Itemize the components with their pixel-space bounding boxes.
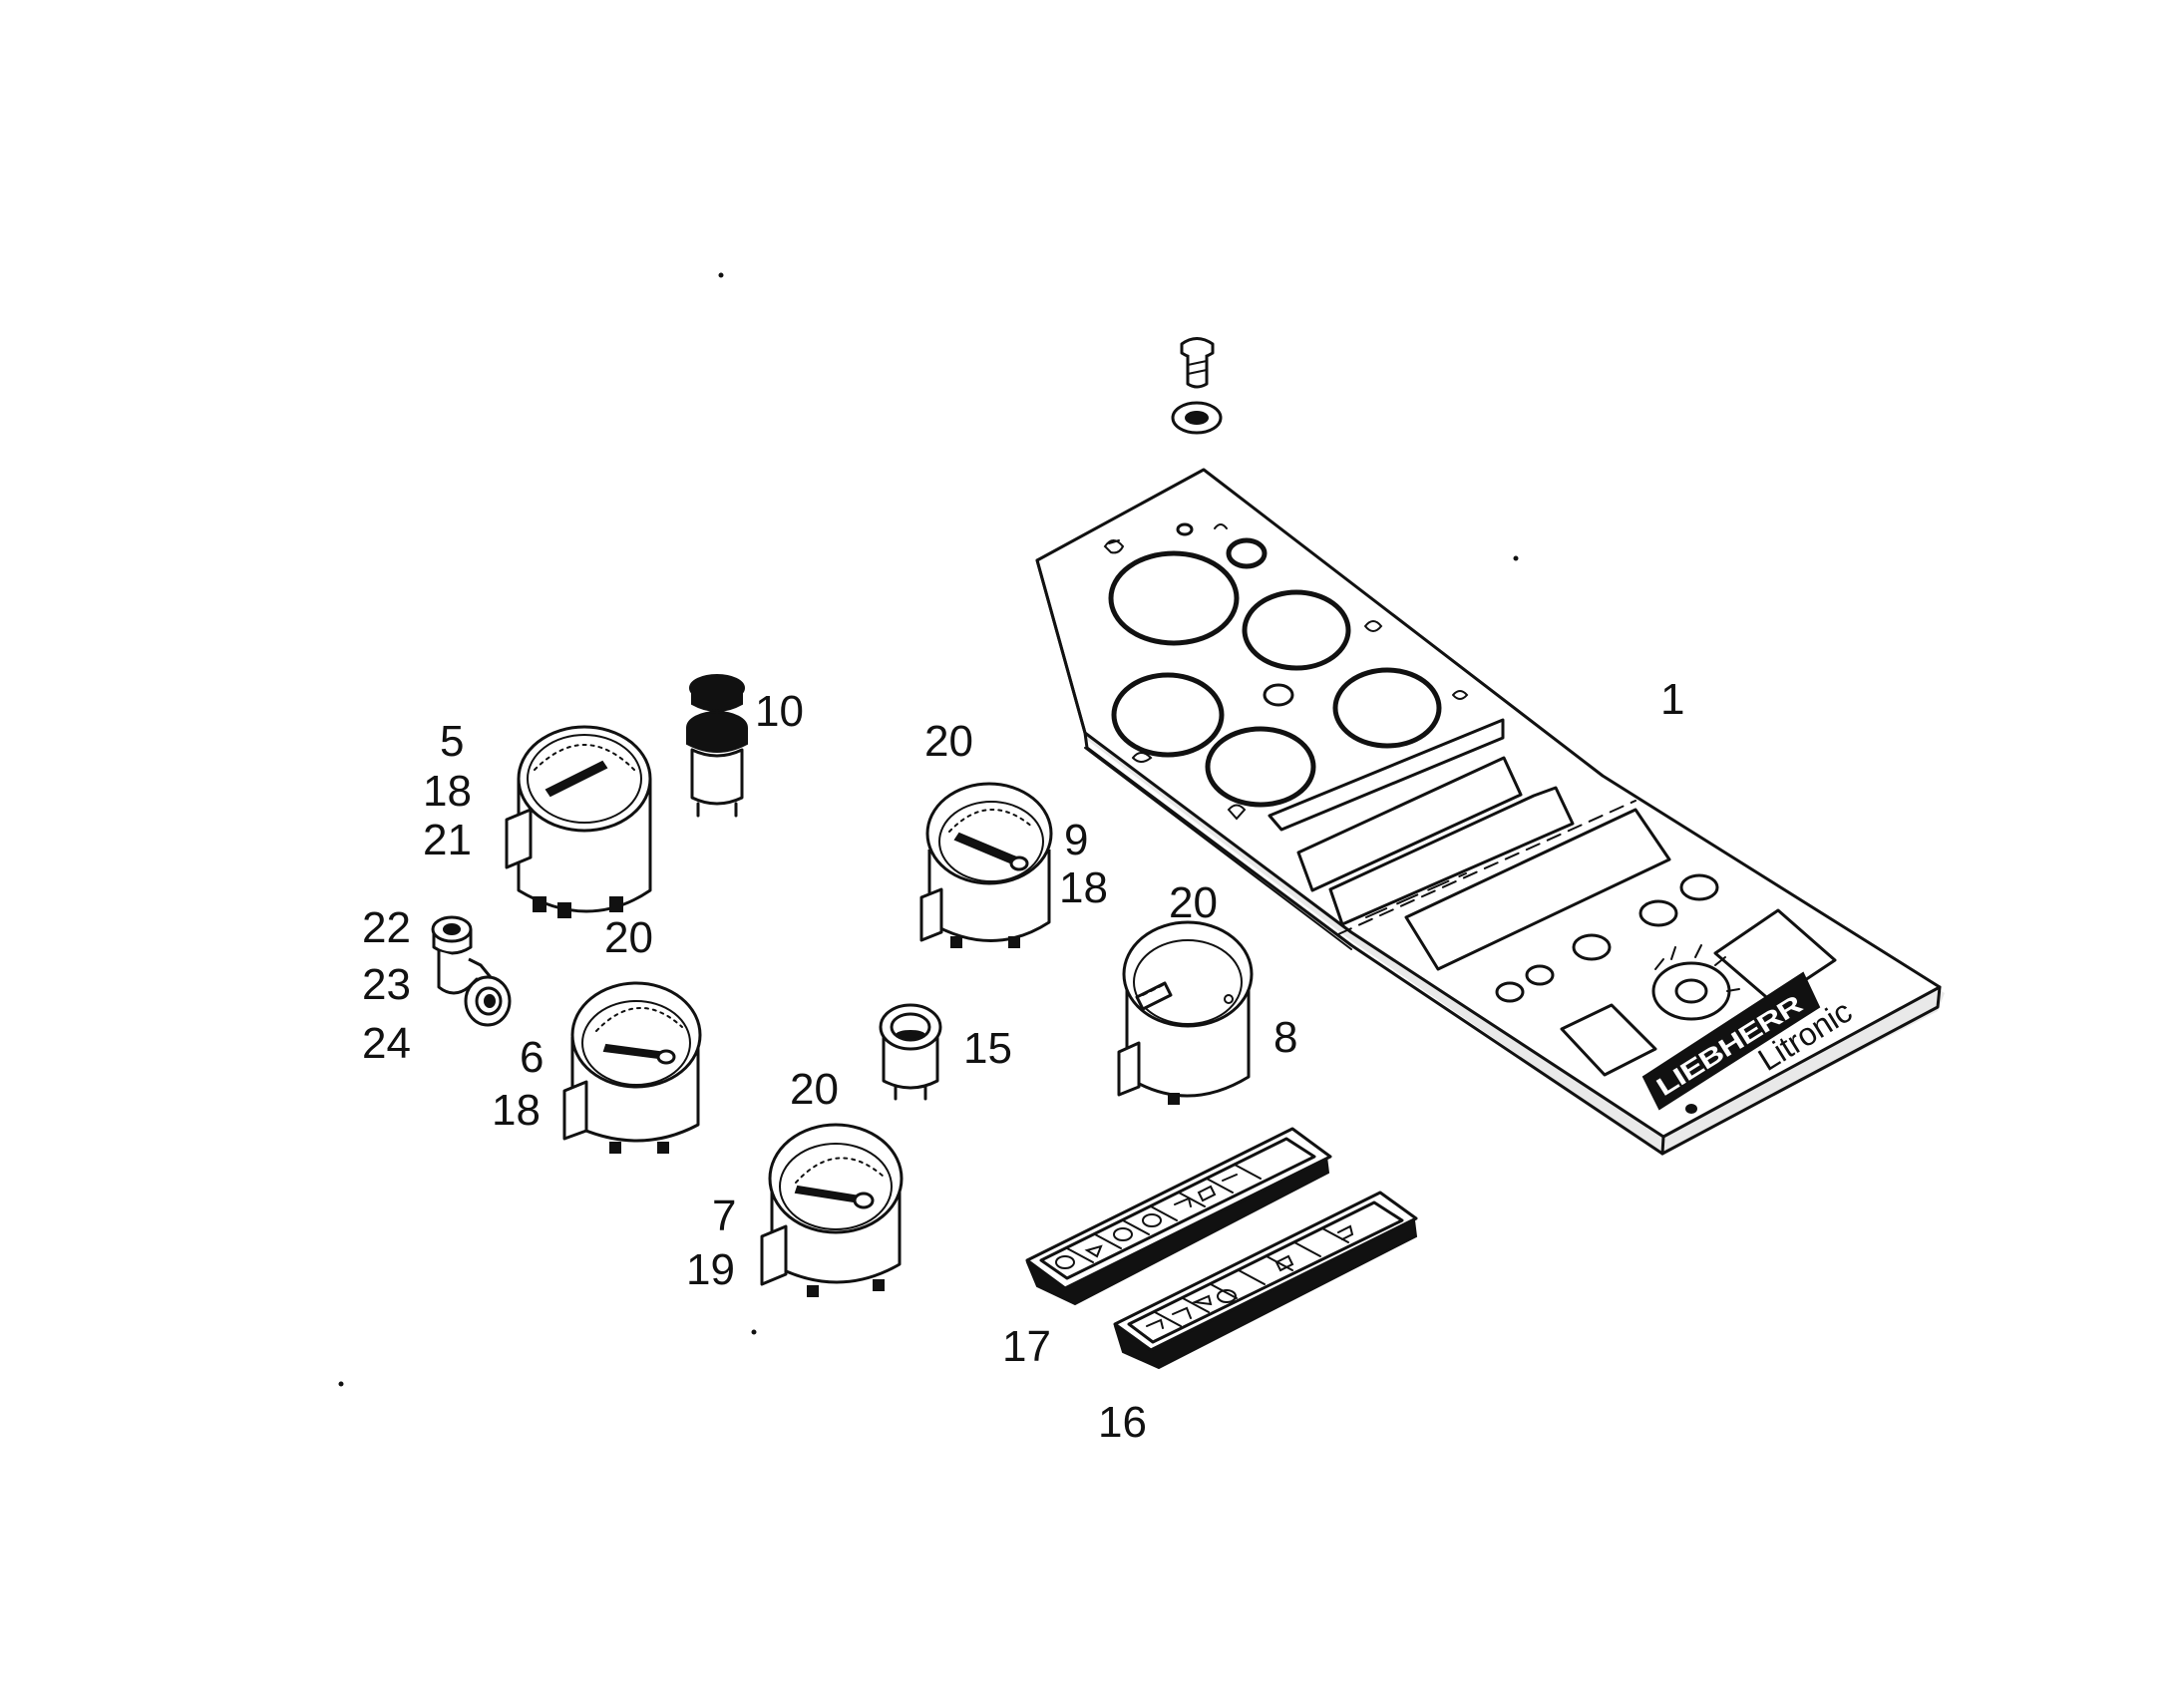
callout-panel: 1 bbox=[1660, 675, 1684, 724]
switch-strip-16 bbox=[1113, 1191, 1418, 1370]
switch-strip-17 bbox=[1025, 1127, 1332, 1306]
callout-gauge-d-seal: 18 bbox=[492, 1086, 541, 1135]
gauge-6 bbox=[562, 981, 702, 1154]
callout-switch-strip-a: 17 bbox=[1002, 1322, 1051, 1371]
callout-gauge-e: 7 bbox=[712, 1192, 736, 1240]
gauge-5 bbox=[505, 725, 652, 918]
callout-gauge-b: 9 bbox=[1064, 816, 1088, 864]
callout-gauge-d: 6 bbox=[520, 1033, 544, 1082]
callout-fitting-union: 24 bbox=[362, 1019, 411, 1068]
callout-switch-strip-b: 16 bbox=[1098, 1398, 1147, 1447]
callout-gauge-e-seal: 19 bbox=[686, 1245, 735, 1294]
callout-gauge-e-ring: 20 bbox=[790, 1065, 839, 1114]
callout-gauge-c-ring: 20 bbox=[1169, 878, 1218, 927]
callout-gauge-c: 8 bbox=[1273, 1013, 1297, 1062]
instrument-panel: LIEBHERR Litronic bbox=[1035, 468, 1945, 1156]
callout-gauge-a-bulb: 21 bbox=[423, 816, 472, 864]
gauge-8 bbox=[1117, 920, 1254, 1105]
screw-and-washer bbox=[1171, 337, 1223, 435]
callout-pilot-lamp: 15 bbox=[963, 1024, 1012, 1073]
callout-gauge-a: 5 bbox=[440, 717, 464, 766]
callout-gauge-a-seal: 18 bbox=[423, 767, 472, 816]
fitting-22-23-24 bbox=[431, 915, 512, 1027]
gauge-7 bbox=[760, 1123, 904, 1297]
callout-gauge-b-seal: 18 bbox=[1059, 863, 1108, 912]
callout-gauge-d-ring: 20 bbox=[604, 913, 653, 962]
callout-fitting-nut: 22 bbox=[362, 903, 411, 952]
callout-warning-lamp: 10 bbox=[755, 687, 804, 736]
pilot-lamp-15 bbox=[879, 1003, 942, 1101]
warning-lamp-10 bbox=[686, 674, 748, 818]
callout-gauge-b-ring: 20 bbox=[924, 717, 973, 766]
callout-fitting-elbow: 23 bbox=[362, 960, 411, 1009]
gauge-9 bbox=[919, 782, 1053, 948]
